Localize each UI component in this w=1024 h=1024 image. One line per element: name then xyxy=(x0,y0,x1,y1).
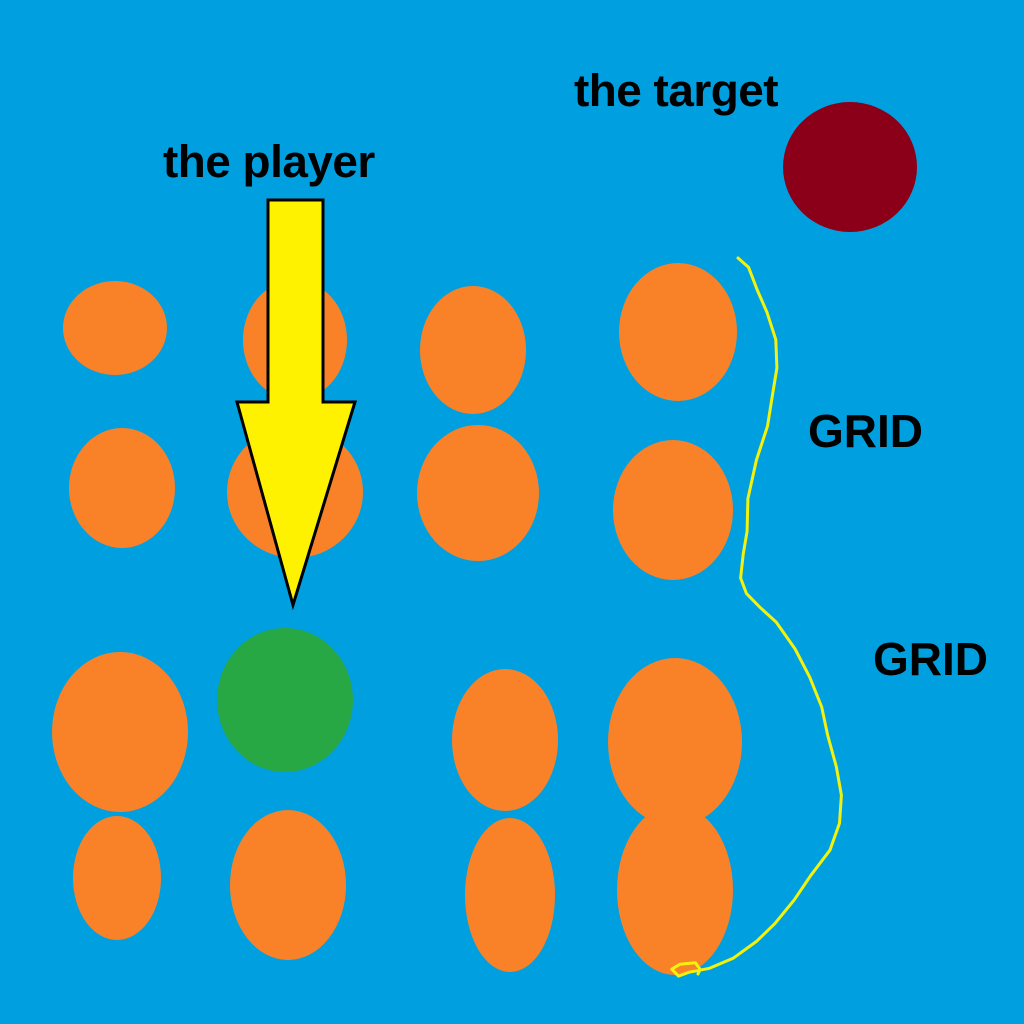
player-arrow-icon[interactable] xyxy=(235,198,358,611)
target-label: the target xyxy=(574,65,779,116)
obstacle-circle[interactable] xyxy=(417,425,539,561)
grid-label-bottom: GRID xyxy=(873,633,988,685)
obstacle-circle[interactable] xyxy=(465,818,555,972)
grid-label-top: GRID xyxy=(808,405,923,457)
obstacle-circle[interactable] xyxy=(619,263,737,401)
obstacle-circle[interactable] xyxy=(69,428,175,548)
obstacle-circle[interactable] xyxy=(420,286,526,414)
obstacle-circle[interactable] xyxy=(52,652,188,812)
obstacle-circle[interactable] xyxy=(617,805,733,975)
obstacle-circle[interactable] xyxy=(608,658,742,826)
target-circle[interactable] xyxy=(783,102,917,232)
obstacle-circle[interactable] xyxy=(452,669,558,811)
obstacle-circle[interactable] xyxy=(613,440,733,580)
obstacle-circle[interactable] xyxy=(73,816,161,940)
player-circle[interactable] xyxy=(217,628,353,772)
grid-boundary-line xyxy=(670,256,843,978)
obstacle-circle[interactable] xyxy=(230,810,346,960)
player-label: the player xyxy=(163,136,375,187)
obstacle-circle[interactable] xyxy=(63,281,167,375)
